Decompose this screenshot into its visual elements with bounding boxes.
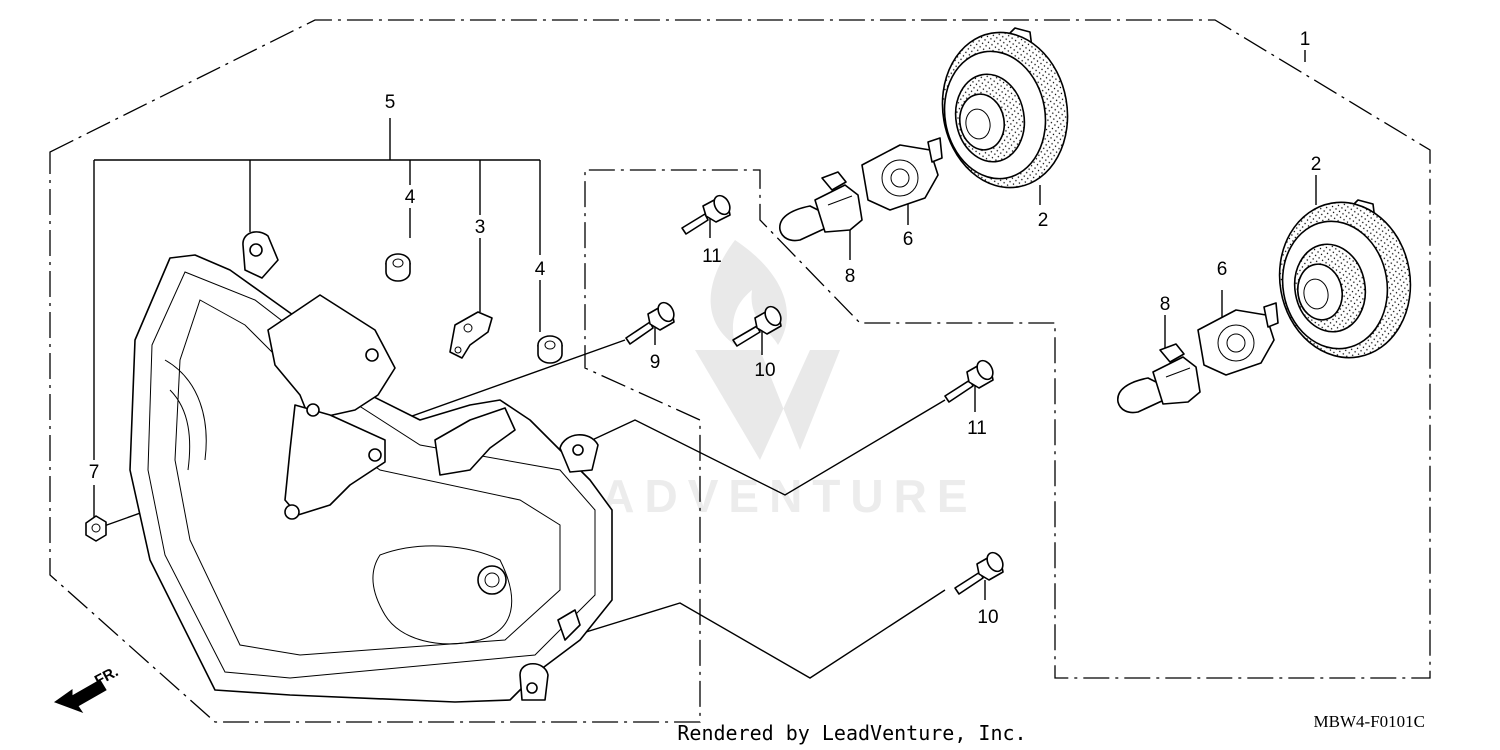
callout-7: 7 [89,462,100,483]
screw-9 [625,301,675,345]
callout-6-lower: 6 [1217,259,1228,280]
socket-6-upper [861,137,943,211]
front-direction-indicator: FR. [53,663,121,714]
grommet-4-left [385,253,411,282]
callout-10-upper: 10 [754,360,775,381]
callout-8-lower: 8 [1160,294,1171,315]
callout-2-lower: 2 [1311,154,1322,175]
front-arrow-icon [53,679,107,714]
callout-1: 1 [1300,29,1311,50]
callout-3: 3 [475,217,486,238]
screw-11-upper [681,194,731,235]
callout-10-lower: 10 [977,607,998,628]
callout-11-lower: 11 [967,418,987,439]
callout-8-upper: 8 [845,266,856,287]
nut-7 [85,515,107,542]
callout-4-right: 4 [535,259,546,280]
clip-3 [449,311,493,359]
screw-10-upper [732,305,782,347]
callout-4-left: 4 [405,187,416,208]
callout-5: 5 [385,92,396,113]
socket-6-lower [1197,302,1279,376]
assembly-outline-1 [49,19,1431,723]
grommet-4-right [537,335,563,364]
callouts: 1 2 2 3 4 4 5 6 6 7 8 8 9 10 10 11 11 [89,29,1322,628]
screw-10-lower [954,551,1004,595]
screw-11-lower [944,359,994,403]
callout-2-upper: 2 [1038,210,1049,231]
callout-9: 9 [650,352,661,373]
headlight-housing [129,231,613,703]
footer-credit: Rendered by LeadVenture, Inc. [677,721,1026,745]
callout-11-upper: 11 [702,246,722,267]
callout-6-upper: 6 [903,229,914,250]
bulb-8-upper [779,171,863,242]
dust-cover-2-lower [1278,199,1412,359]
bulb-8-lower [1117,343,1201,414]
diagram-code: MBW4-F0101C [1314,712,1425,731]
dust-cover-2-upper [941,27,1069,189]
